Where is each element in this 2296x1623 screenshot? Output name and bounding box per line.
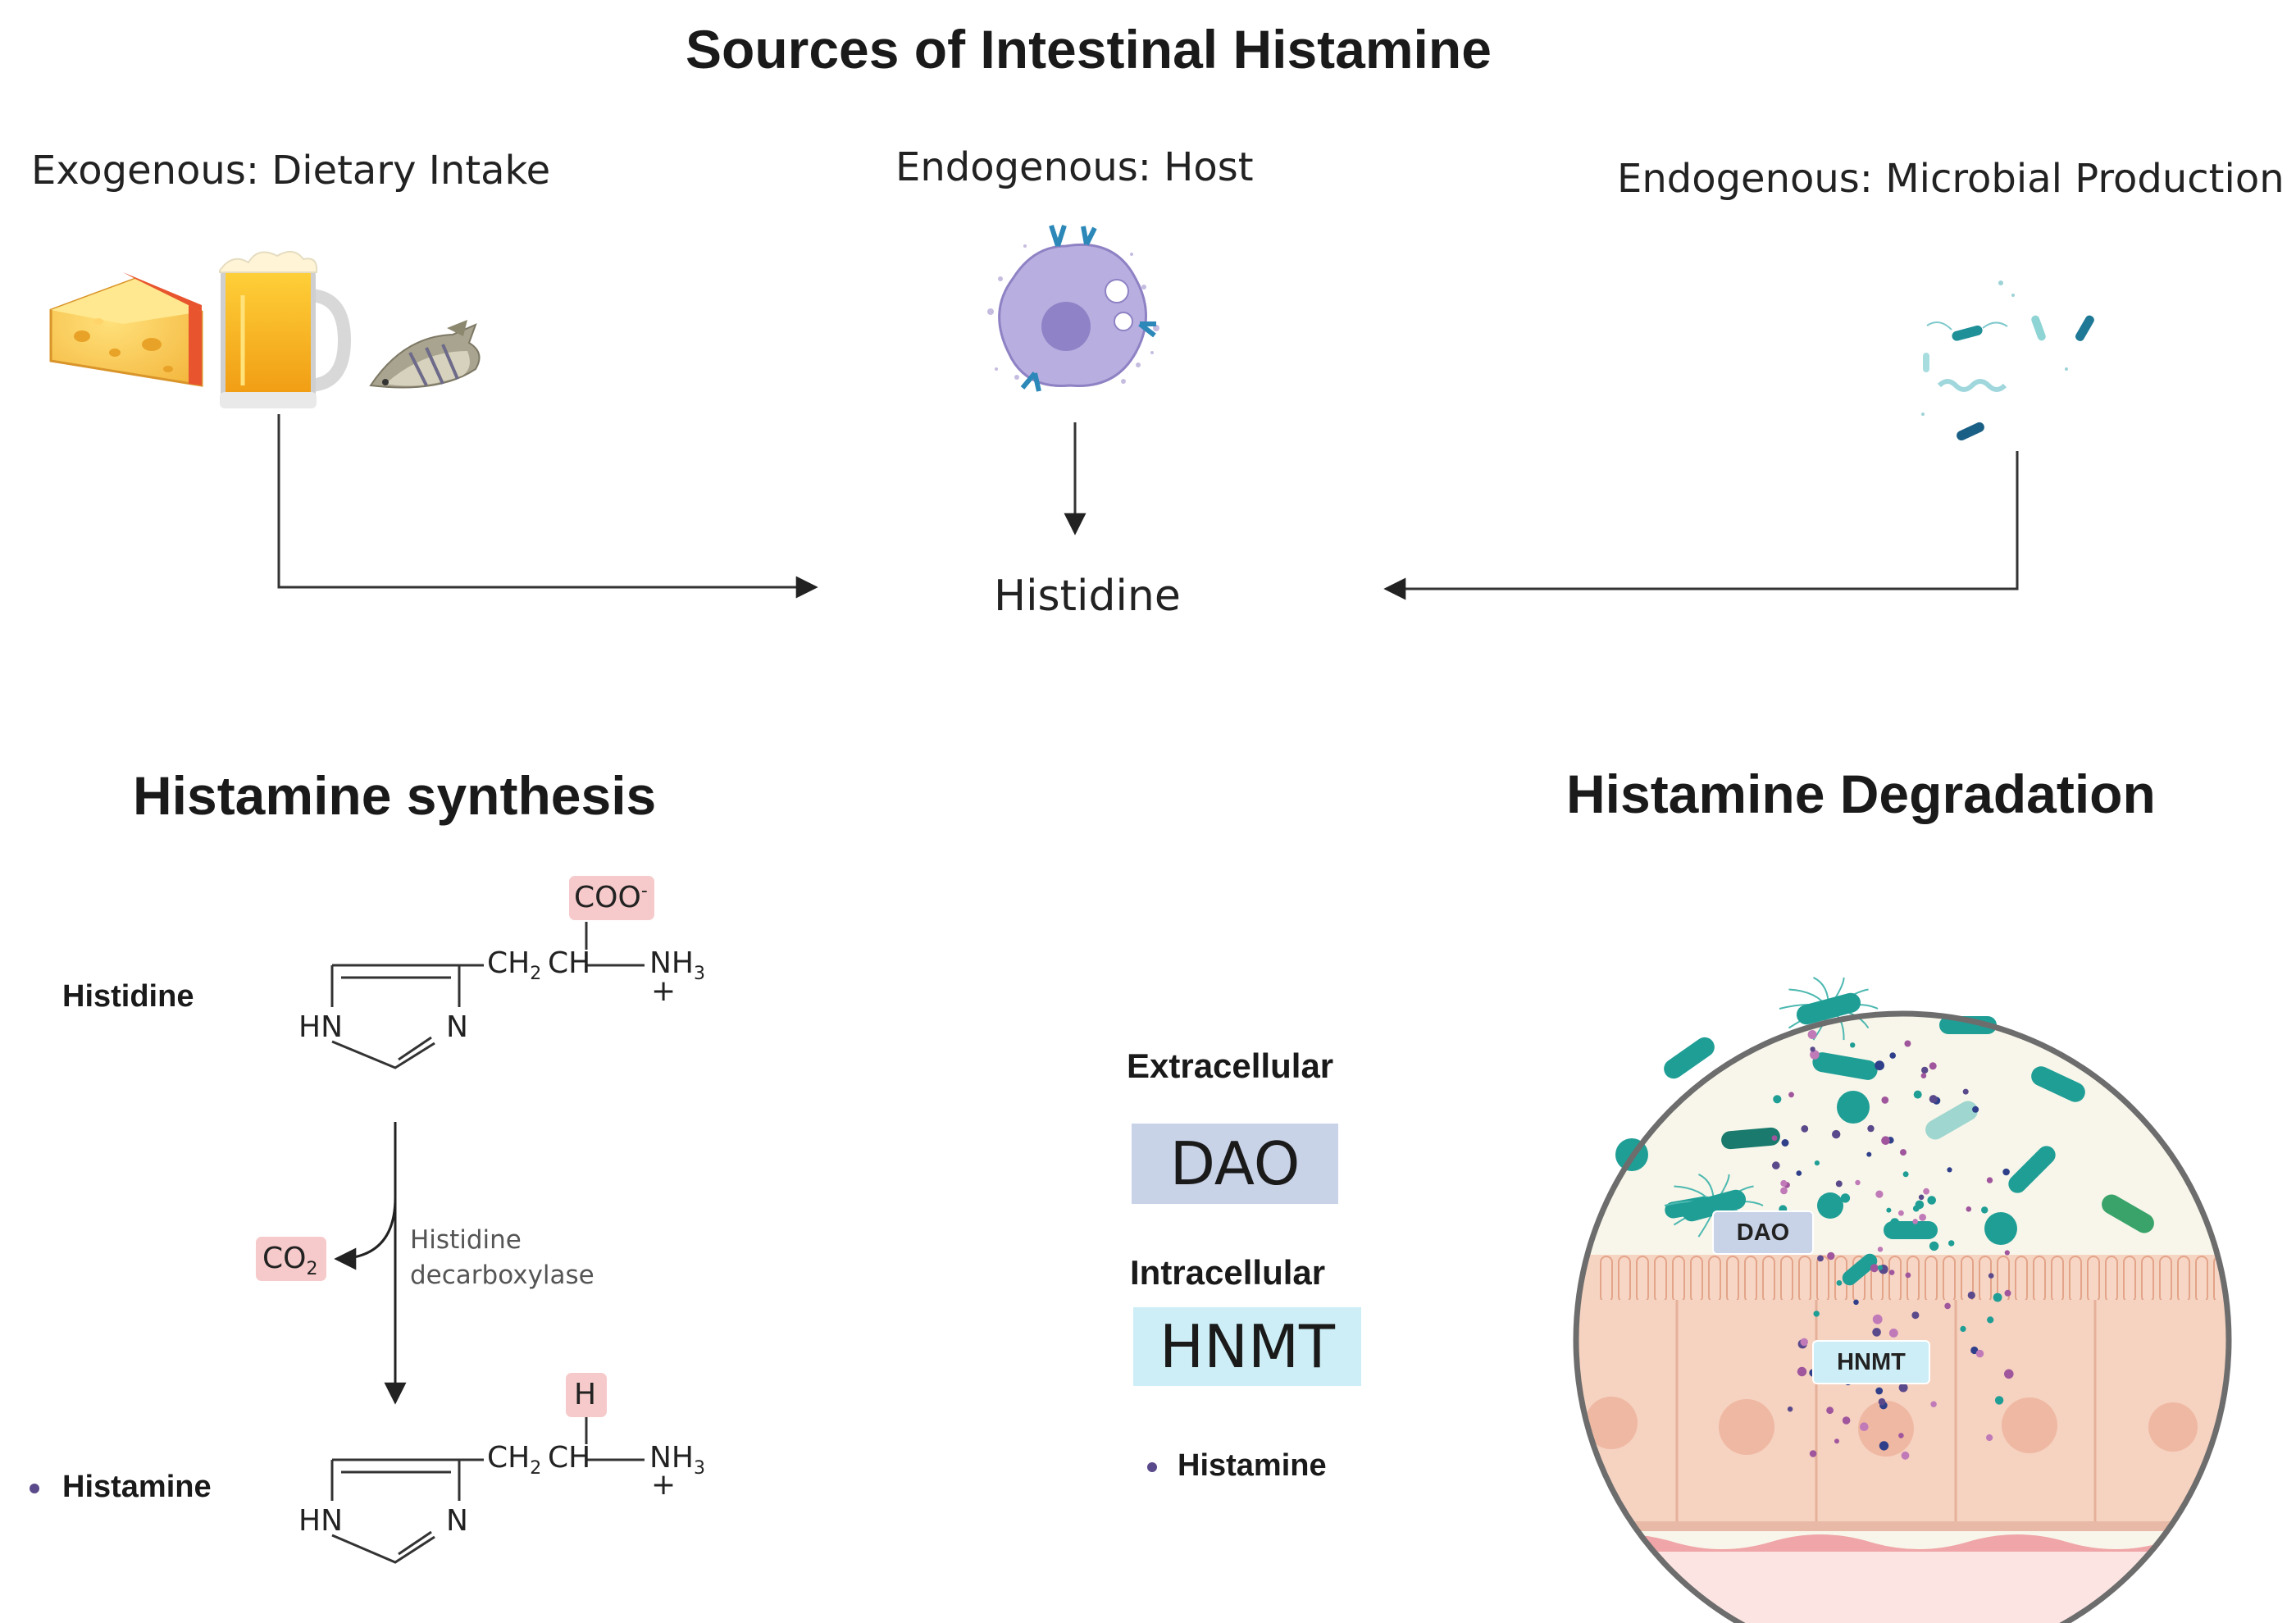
- dao-box: DAO: [1132, 1124, 1338, 1204]
- inset-dao-label: DAO: [1712, 1210, 1814, 1255]
- nh3-group-histamine: NH3: [649, 1441, 705, 1479]
- hn-atom: HN: [298, 1010, 343, 1044]
- microbes-icon: [1921, 280, 2094, 441]
- histidine-molecule-label: Histidine: [62, 979, 194, 1014]
- mast-cell-icon: [987, 225, 1159, 392]
- histamine-dot-legend: [1147, 1462, 1157, 1472]
- h-highlight: [566, 1373, 607, 1417]
- histamine-legend-label: Histamine: [1178, 1448, 1327, 1483]
- histamine-dot-synthesis: [30, 1484, 39, 1493]
- n-atom: N: [446, 1010, 468, 1044]
- histidine-structure: [330, 922, 645, 1069]
- enzyme-label-line2: decarboxylase: [410, 1261, 594, 1290]
- cheese-icon: [49, 272, 203, 387]
- extracellular-label: Extracellular: [1127, 1046, 1334, 1085]
- beer-mug-icon: [219, 250, 352, 408]
- plus-charge-histamine: +: [651, 1468, 676, 1502]
- coo-group: COO-: [574, 881, 648, 914]
- histamine-molecule-label: Histamine: [62, 1470, 212, 1504]
- hnmt-box: HNMT: [1133, 1307, 1361, 1386]
- nh3-group: NH3: [649, 946, 705, 985]
- histamine-structure: [330, 1416, 645, 1564]
- inset-hnmt-label: HNMT: [1812, 1340, 1930, 1384]
- source-host-label: Endogenous: Host: [895, 144, 1254, 190]
- figure-title: Sources of Intestinal Histamine: [686, 19, 1492, 80]
- hn-atom-histamine: HN: [298, 1504, 343, 1538]
- ch-group-histamine: CH: [548, 1441, 591, 1475]
- synthesis-heading: Histamine synthesis: [133, 765, 657, 826]
- ch-group: CH: [548, 946, 591, 980]
- ch2-group-histamine: CH2: [487, 1441, 542, 1479]
- h-atom: H: [574, 1378, 597, 1411]
- co2-release-arrow: [334, 1197, 397, 1270]
- source-exogenous-label: Exogenous: Dietary Intake: [31, 148, 551, 194]
- arrow-exogenous-to-histidine: [277, 414, 818, 599]
- intestine-inset: [1573, 977, 2232, 1623]
- co2-highlight: [256, 1237, 326, 1281]
- n-atom-histamine: N: [446, 1504, 468, 1538]
- coo-highlight: [569, 876, 654, 920]
- histidine-center-label: Histidine: [994, 572, 1181, 621]
- co2-label: CO2: [262, 1242, 318, 1280]
- plus-charge: +: [651, 974, 676, 1008]
- ch2-group: CH2: [487, 946, 542, 985]
- source-microbial-label: Endogenous: Microbial Production: [1617, 156, 2285, 202]
- arrow-microbial-to-histidine: [1383, 451, 2019, 600]
- enzyme-label-line1: Histidine: [410, 1225, 522, 1255]
- fish-icon: [369, 320, 481, 389]
- intracellular-label: Intracellular: [1130, 1253, 1326, 1292]
- degradation-heading: Histamine Degradation: [1566, 764, 2156, 824]
